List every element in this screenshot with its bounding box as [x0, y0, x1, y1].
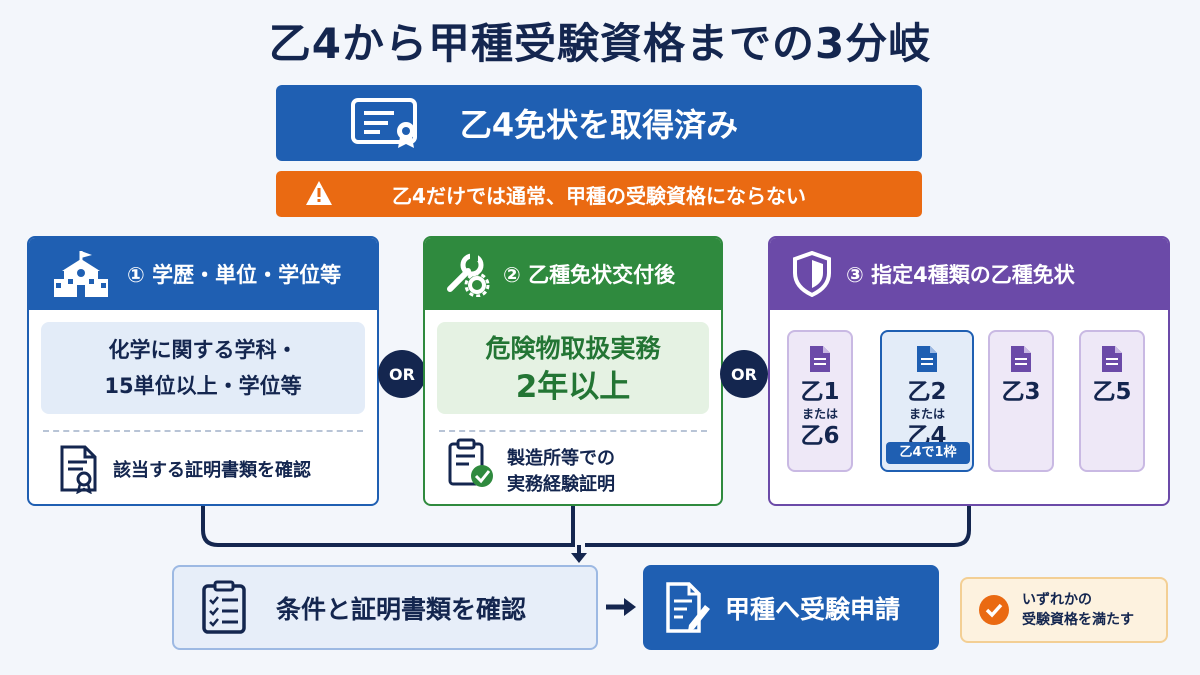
- experience-condition-line2: 2年以上: [515, 369, 631, 405]
- branch-education-panel: ① 学歴・単位・学位等 化学に関する学科・ 15単位以上・学位等 該当する証明書…: [27, 236, 379, 506]
- license-acquired-banner: 乙4免状を取得済み: [276, 85, 922, 161]
- apply-exam-label: 甲種へ受験申請: [725, 594, 901, 624]
- document-icon: [789, 344, 851, 378]
- check-circle-icon: [978, 594, 1010, 626]
- check-conditions-label: 条件と証明書類を確認: [276, 594, 527, 624]
- experience-footer-line1: 製造所等での: [507, 448, 615, 469]
- branch-experience-header: ② 乙種免状交付後: [425, 238, 721, 310]
- experience-footer: 製造所等での 実務経験証明: [507, 446, 615, 498]
- document-certificate-icon: [59, 444, 101, 498]
- license-card-3: 乙3: [988, 330, 1054, 472]
- certificate-icon: [350, 97, 422, 157]
- divider: [439, 430, 707, 432]
- education-condition-line1: 化学に関する学科・: [108, 338, 298, 362]
- education-condition-box: 化学に関する学科・ 15単位以上・学位等: [41, 322, 365, 414]
- check-conditions-box: 条件と証明書類を確認: [172, 565, 598, 650]
- school-icon: [51, 249, 111, 299]
- license-acquired-label: 乙4免状を取得済み: [459, 106, 739, 144]
- branch-experience-title: ② 乙種免状交付後: [503, 263, 676, 287]
- branch-licenses-header: ③ 指定4種類の乙種免状: [770, 238, 1168, 310]
- license-card-2-mid: または: [908, 407, 945, 421]
- eligibility-note-line2: 受験資格を満たす: [1022, 612, 1134, 628]
- apply-exam-box: 甲種へ受験申請: [643, 565, 939, 650]
- branch-education-title: ① 学歴・単位・学位等: [127, 263, 342, 287]
- warning-banner: 乙4だけでは通常、甲種の受験資格にならない: [276, 171, 922, 217]
- page-title: 乙4から甲種受験資格までの3分岐: [268, 19, 932, 68]
- license-card-4: 乙5: [1079, 330, 1145, 472]
- experience-condition-line1: 危険物取扱実務: [485, 334, 661, 363]
- license-card-1-top: 乙1: [800, 379, 840, 405]
- license-card-2-top: 乙2: [907, 379, 947, 405]
- license-card-1: 乙1 または 乙6: [787, 330, 853, 472]
- checklist-icon: [200, 580, 250, 636]
- experience-condition-box: 危険物取扱実務 2年以上: [437, 322, 709, 414]
- edit-document-icon: [665, 581, 711, 635]
- clipboard-check-icon: [447, 438, 495, 494]
- experience-footer-line2: 実務経験証明: [507, 474, 615, 495]
- document-icon: [1081, 344, 1143, 378]
- warning-icon: [304, 179, 334, 212]
- eligibility-note: いずれかの 受験資格を満たす: [960, 577, 1168, 643]
- license-card-1-bottom: 乙6: [800, 423, 840, 449]
- education-footer: 該当する証明書類を確認: [113, 460, 311, 481]
- document-icon: [882, 344, 972, 378]
- license-card-3-top: 乙3: [1001, 379, 1041, 405]
- branch-licenses-panel: ③ 指定4種類の乙種免状 乙1 または 乙6 乙2 または 乙4 乙4で1枠 乙…: [768, 236, 1170, 506]
- eligibility-note-text: いずれかの 受験資格を満たす: [1022, 590, 1134, 630]
- license-card-1-mid: または: [801, 407, 838, 421]
- license-card-2: 乙2 または 乙4 乙4で1枠: [880, 330, 974, 472]
- warning-text: 乙4だけでは通常、甲種の受験資格にならない: [392, 183, 806, 208]
- wrench-gear-icon: [443, 249, 491, 299]
- or-badge-2: OR: [720, 350, 768, 398]
- branch-experience-panel: ② 乙種免状交付後 危険物取扱実務 2年以上 製造所等での 実務経験証明: [423, 236, 723, 506]
- shield-icon: [790, 249, 834, 299]
- eligibility-note-line1: いずれかの: [1022, 592, 1092, 608]
- or-badge-1: OR: [378, 350, 426, 398]
- education-condition-line2: 15単位以上・学位等: [104, 374, 302, 398]
- license-card-2-tag: 乙4で1枠: [886, 442, 970, 464]
- branch-licenses-title: ③ 指定4種類の乙種免状: [846, 263, 1075, 287]
- document-icon: [990, 344, 1052, 378]
- license-card-4-top: 乙5: [1092, 379, 1132, 405]
- branch-education-header: ① 学歴・単位・学位等: [29, 238, 377, 310]
- divider: [43, 430, 363, 432]
